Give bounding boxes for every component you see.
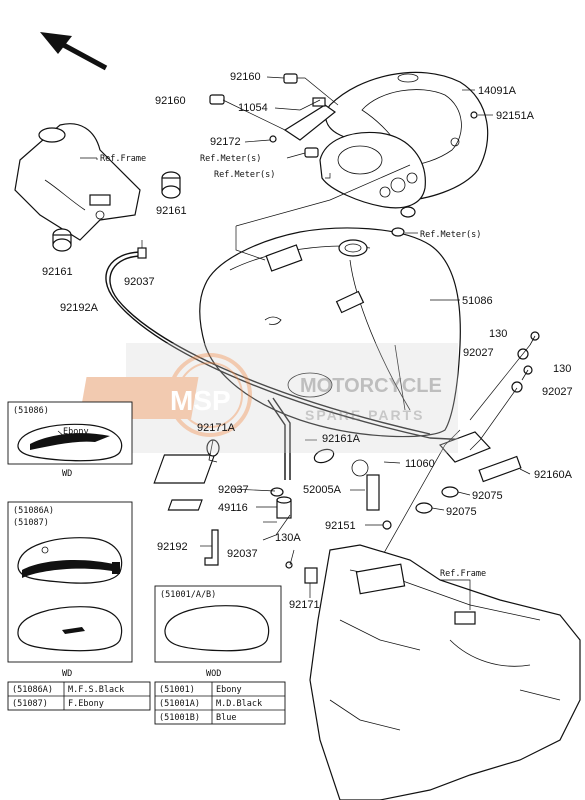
inset-51086A-suffix: WD <box>62 669 72 679</box>
label-92161-right: 92161 <box>156 205 187 217</box>
part-labels: 92160 14091A 92160 11054 92151A 92172 Re… <box>42 71 573 611</box>
legend-right-name-2: Blue <box>216 713 236 723</box>
label-ref-meter-1: Ref.Meter(s) <box>200 154 261 164</box>
label-11060: 11060 <box>405 458 435 470</box>
inset-51086A: (51086A) (51087) WD <box>7 501 133 679</box>
label-92161A: 92161A <box>322 433 361 445</box>
inset-51086: (51086) Ebony WD <box>7 401 133 479</box>
grommets <box>209 73 478 237</box>
legend-left-code-0: (51086A) <box>12 685 53 695</box>
inset-51086-color: Ebony <box>63 427 89 437</box>
label-130-1: 130 <box>489 328 507 340</box>
legend-right-name-1: M.D.Black <box>216 699 262 709</box>
label-130-2: 130 <box>553 363 571 375</box>
label-ref-meter-3: Ref.Meter(s) <box>420 230 481 240</box>
inset-51086-code: (51086) <box>13 406 49 416</box>
label-51086: 51086 <box>462 295 493 307</box>
label-92151A: 92151A <box>496 110 535 122</box>
fuel-valve <box>153 448 392 530</box>
label-92171: 92171 <box>289 599 320 611</box>
breather-hose <box>105 240 471 441</box>
label-92160-left: 92160 <box>155 95 186 107</box>
legend-left-name-1: F.Ebony <box>68 699 104 709</box>
legend-left: (51086A) M.F.S.Black (51087) F.Ebony <box>7 681 151 711</box>
label-92027-2: 92027 <box>542 386 573 398</box>
upper-frame-head <box>14 123 141 241</box>
inset-51001: (51001/A/B) WOD <box>154 585 282 679</box>
label-92151: 92151 <box>325 520 356 532</box>
label-92075-1: 92075 <box>472 490 503 502</box>
label-92192A: 92192A <box>60 302 99 314</box>
legend-right: (51001) Ebony (51001A) M.D.Black (51001B… <box>154 681 286 725</box>
lower-hose <box>200 397 318 598</box>
label-92160A: 92160A <box>534 469 573 481</box>
label-92192: 92192 <box>157 541 188 553</box>
rubber-damper-right <box>161 171 181 199</box>
label-ref-frame-top: Ref.Frame <box>100 154 146 164</box>
label-52005A: 52005A <box>303 484 342 496</box>
label-92161-left: 92161 <box>42 266 73 278</box>
lower-frame <box>309 544 581 800</box>
legend-right-code-0: (51001) <box>159 685 195 695</box>
label-ref-meter-2: Ref.Meter(s) <box>214 170 275 180</box>
bolts-washers <box>415 331 540 514</box>
label-92027-1: 92027 <box>463 347 494 359</box>
bracket-11054 <box>283 97 337 141</box>
legend-right-code-1: (51001A) <box>159 699 200 709</box>
leader-lines-top <box>222 76 493 261</box>
label-130A: 130A <box>275 532 301 544</box>
watermark: MSP MOTORCYCLE SPARE PARTS <box>79 343 458 453</box>
label-92075-2: 92075 <box>446 506 477 518</box>
watermark-line2: SPARE PARTS <box>305 407 425 423</box>
fuel-tank <box>199 227 461 438</box>
label-14091A: 14091A <box>478 85 517 97</box>
label-49116: 49116 <box>218 502 248 514</box>
legend-left-name-0: M.F.S.Black <box>68 685 124 695</box>
label-92172: 92172 <box>210 136 241 148</box>
label-92037-top: 92037 <box>124 276 155 288</box>
watermark-line1: MOTORCYCLE <box>300 375 442 397</box>
inset-51001-code: (51001/A/B) <box>160 590 216 600</box>
leader-lines-right <box>305 299 531 561</box>
label-92171A: 92171A <box>197 422 236 434</box>
inset-51086A-code1: (51086A) <box>13 506 54 516</box>
meter-assembly <box>319 131 426 218</box>
front-direction-arrow-icon <box>40 32 108 71</box>
inset-51086A-code2: (51087) <box>13 518 49 528</box>
label-ref-frame-bottom: Ref.Frame <box>440 569 486 579</box>
watermark-logo: MSP <box>170 385 231 416</box>
label-92160-top: 92160 <box>230 71 261 83</box>
inset-51086-suffix: WD <box>62 469 72 479</box>
legend-right-name-0: Ebony <box>216 685 242 695</box>
label-11054: 11054 <box>238 102 268 114</box>
legend-left-code-1: (51087) <box>12 699 48 709</box>
inset-51001-suffix: WOD <box>206 669 221 679</box>
label-92037-low: 92037 <box>227 548 258 560</box>
rubber-damper-left <box>52 228 72 252</box>
label-92037-mid: 92037 <box>218 484 249 496</box>
legend-right-code-2: (51001B) <box>159 713 200 723</box>
